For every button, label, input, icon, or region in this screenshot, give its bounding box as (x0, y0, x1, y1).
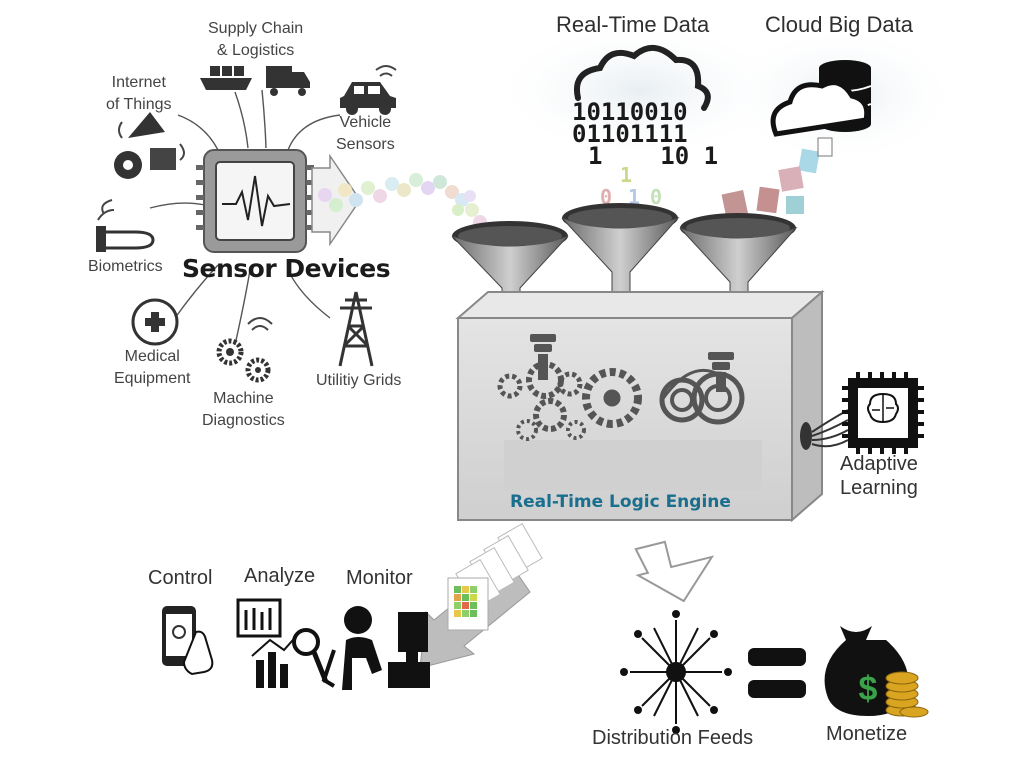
adaptive-learning-label: Adaptive Learning (840, 453, 918, 499)
funnel-2 (561, 203, 680, 293)
sensor-devices-title: Sensor Devices (182, 254, 391, 283)
control-label: Control (148, 567, 213, 589)
pistons (530, 334, 734, 392)
binary-row-1: 10110010 (572, 98, 688, 126)
cloud-data-fragments (721, 137, 833, 221)
realtime-cloud-icon (574, 45, 711, 111)
logic-engine-title: Real-Time Logic Engine (510, 492, 731, 512)
svg-text:0: 0 (650, 185, 662, 209)
control-phone-icon (162, 606, 214, 676)
engine-panel (504, 440, 762, 490)
medical-icon (131, 298, 179, 346)
supply-chain-label: Supply Chain & Logistics (208, 20, 304, 59)
binary-stream: 10110010 01101111 1 10 1 (572, 98, 718, 170)
svg-text:1: 1 (628, 185, 640, 209)
distribution-arrow (634, 540, 715, 603)
biometrics-label: Biometrics (88, 258, 163, 275)
money-bag-icon: $ (824, 626, 929, 718)
analyze-chart-icon (236, 598, 329, 688)
reports-arrow (419, 522, 543, 669)
vehicle-sensors-label: Vehicle Sensors (336, 114, 395, 153)
iot-label: Internet of Things (106, 74, 172, 113)
realtime-glow (490, 20, 790, 160)
analyze-label: Analyze (244, 565, 316, 587)
utility-grids-label: Utilitiy Grids (316, 372, 402, 389)
funnels (451, 203, 798, 311)
distribution-feeds-label: Distribution Feeds (592, 727, 754, 749)
cloud-big-data-label: Cloud Big Data (765, 12, 913, 37)
realtime-data-label: Real-Time Data (556, 12, 710, 37)
source-arrows (149, 89, 341, 346)
report-grid (454, 586, 477, 617)
utility-tower-icon (338, 291, 374, 367)
funnel-3 (679, 213, 798, 311)
dollar-sign: $ (859, 670, 878, 708)
sensor-chip-icon (196, 149, 314, 253)
cloud-database-icon (770, 60, 872, 137)
iot-icon (114, 112, 185, 179)
engine-gears (497, 361, 745, 441)
machine-diagnostics-icon (216, 317, 273, 383)
logic-engine-box (455, 289, 825, 523)
distribution-network-icon (620, 610, 732, 734)
svg-text:1: 1 (620, 163, 632, 187)
medical-equipment-label: Medical Equipment (114, 348, 191, 387)
funnel-1 (451, 221, 569, 311)
binary-row-3: 1 10 1 (588, 142, 718, 170)
monetize-label: Monetize (826, 723, 908, 745)
biometrics-icon (96, 199, 155, 252)
supply-chain-icon (200, 66, 310, 96)
monitor-person-icon (321, 606, 430, 690)
equals-sign (748, 648, 806, 698)
binary-row-2: 01101111 (572, 120, 688, 148)
monitor-label: Monitor (346, 567, 413, 589)
adaptive-learning-chip-icon (800, 372, 924, 454)
svg-text:0: 0 (600, 185, 612, 209)
vehicle-icon (340, 65, 397, 115)
machine-diagnostics-label: Machine Diagnostics (202, 390, 285, 429)
